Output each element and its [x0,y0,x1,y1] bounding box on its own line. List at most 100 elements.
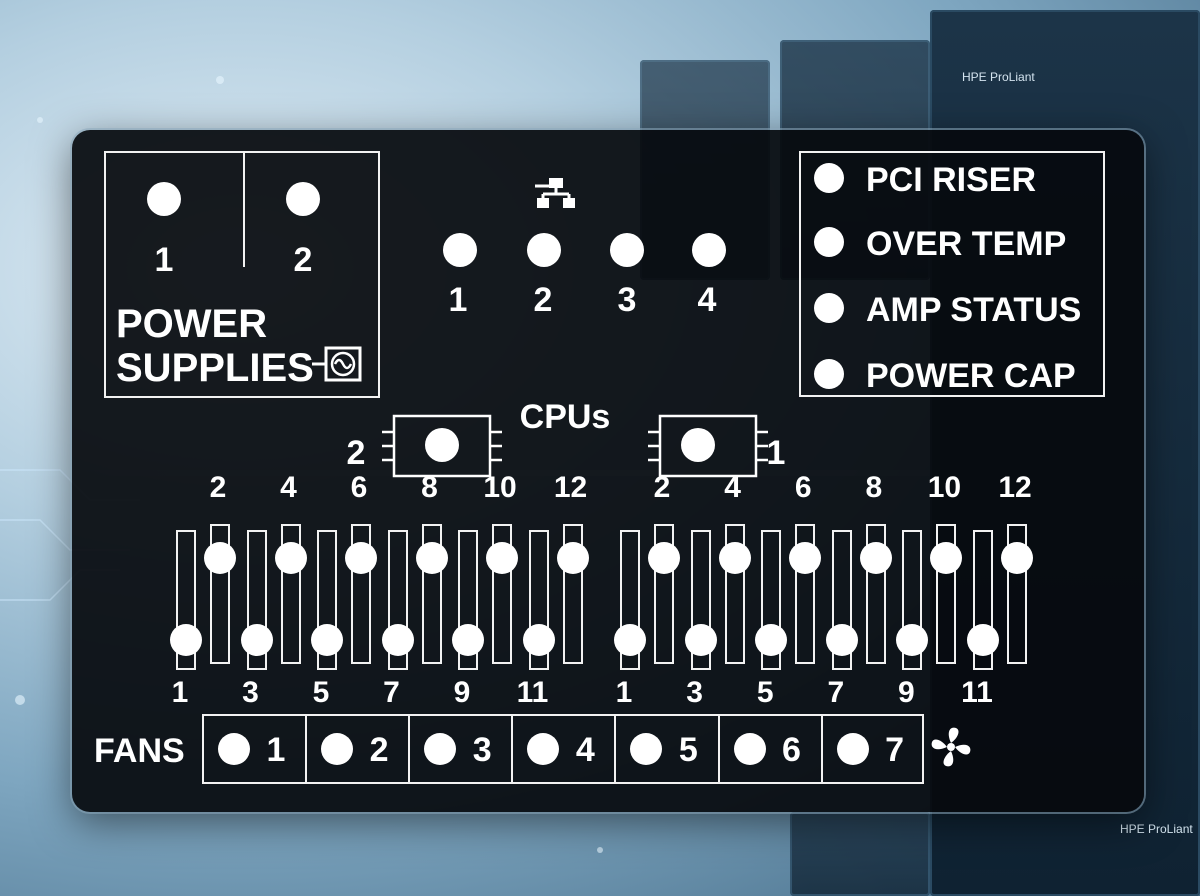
nic-3-label: 3 [618,283,637,317]
dimm-led [860,542,892,574]
fan-divider [511,714,513,784]
cpu-1-label: 1 [767,436,786,470]
fan-3-label: 3 [473,733,492,767]
dimm-led [930,542,962,574]
dimm-led [614,624,646,656]
dimm-slot-label: 3 [686,678,703,708]
power-supplies-title-line2: SUPPLIES [116,348,314,388]
dimm-led [557,542,589,574]
nic-1-label: 1 [449,283,468,317]
dimm-slot-label: 4 [724,473,741,503]
network-icon [535,176,577,210]
dimm-led [416,542,448,574]
dimm-led [719,542,751,574]
over-temp-led [814,227,844,257]
fans-section [202,714,924,784]
fans-title: FANS [94,734,185,768]
fan-divider [718,714,720,784]
fan-icon [928,724,974,770]
rack-brand-label: HPE ProLiant [1120,822,1193,836]
power-supply-2-led [286,182,320,216]
dimm-led [452,624,484,656]
dimm-slot-label: 3 [242,678,259,708]
dimm-slot-label: 10 [928,473,961,503]
dimm-led [275,542,307,574]
fan-7-label: 7 [885,733,904,767]
dimm-slot-label: 4 [280,473,297,503]
pci-riser-led [814,163,844,193]
dimm-led [523,624,555,656]
dimm-slot-label: 8 [865,473,882,503]
server-rack [790,812,930,896]
dimm-led [311,624,343,656]
dimm-led [382,624,414,656]
dimm-led [204,542,236,574]
cpu-2-label: 2 [347,436,366,470]
power-cap-label: POWER CAP [866,359,1076,393]
fan-1-label: 1 [267,733,286,767]
over-temp-label: OVER TEMP [866,227,1066,261]
dimm-slot-label: 12 [554,473,587,503]
fan-3-led [424,733,456,765]
dimm-led [967,624,999,656]
amp-status-label: AMP STATUS [866,293,1081,327]
nic-4-label: 4 [698,283,717,317]
dimm-led [241,624,273,656]
dimm-led [486,542,518,574]
dimm-led [826,624,858,656]
dimm-slot-label: 1 [172,678,189,708]
amp-status-led [814,293,844,323]
nic-2-label: 2 [534,283,553,317]
pci-riser-label: PCI RISER [866,163,1036,197]
system-insight-display: 1 2 POWER SUPPLIES 1 2 3 4 PCI RISER OVE… [72,130,1144,812]
fan-1-led [218,733,250,765]
rack-brand-label: HPE ProLiant [962,70,1035,84]
dimm-slot-label: 9 [454,678,471,708]
dimm-slot-label: 8 [421,473,438,503]
fan-4-label: 4 [576,733,595,767]
dimm-led [345,542,377,574]
dimm-slot-label: 6 [351,473,368,503]
power-cap-led [814,359,844,389]
power-supply-1-led [147,182,181,216]
nic-4-led [692,233,726,267]
dimm-slot-label: 2 [654,473,671,503]
fan-divider [821,714,823,784]
cpu-1-led [681,428,715,462]
dimm-slot-label: 12 [998,473,1031,503]
fan-6-led [734,733,766,765]
dimm-led [648,542,680,574]
dimm-slot-label: 9 [898,678,915,708]
nic-3-led [610,233,644,267]
dimm-slot-label: 2 [210,473,227,503]
fan-divider [408,714,410,784]
fan-7-led [837,733,869,765]
dimm-led [789,542,821,574]
dimm-slot-label: 7 [827,678,844,708]
dimm-slot-label: 11 [517,678,549,708]
dimm-slot-label: 6 [795,473,812,503]
dimm-slot-label: 10 [483,473,516,503]
dimm-slot-label: 5 [313,678,330,708]
fan-2-label: 2 [370,733,389,767]
dimm-slot-label: 1 [616,678,633,708]
fan-divider [305,714,307,784]
cpus-title: CPUs [520,400,611,434]
fan-5-label: 5 [679,733,698,767]
fan-divider [614,714,616,784]
dimm-led [170,624,202,656]
dimm-slot-label: 7 [383,678,400,708]
dimm-slot-label: 11 [961,678,993,708]
fan-6-label: 6 [782,733,801,767]
dimm-led [755,624,787,656]
power-supply-1-label: 1 [155,243,174,277]
dimm-led [685,624,717,656]
dimm-led [896,624,928,656]
divider [243,153,245,267]
dimm-slot-label: 5 [757,678,774,708]
fan-2-led [321,733,353,765]
nic-1-led [443,233,477,267]
cpu-2-led [425,428,459,462]
power-supply-icon [310,344,366,384]
nic-2-led [527,233,561,267]
